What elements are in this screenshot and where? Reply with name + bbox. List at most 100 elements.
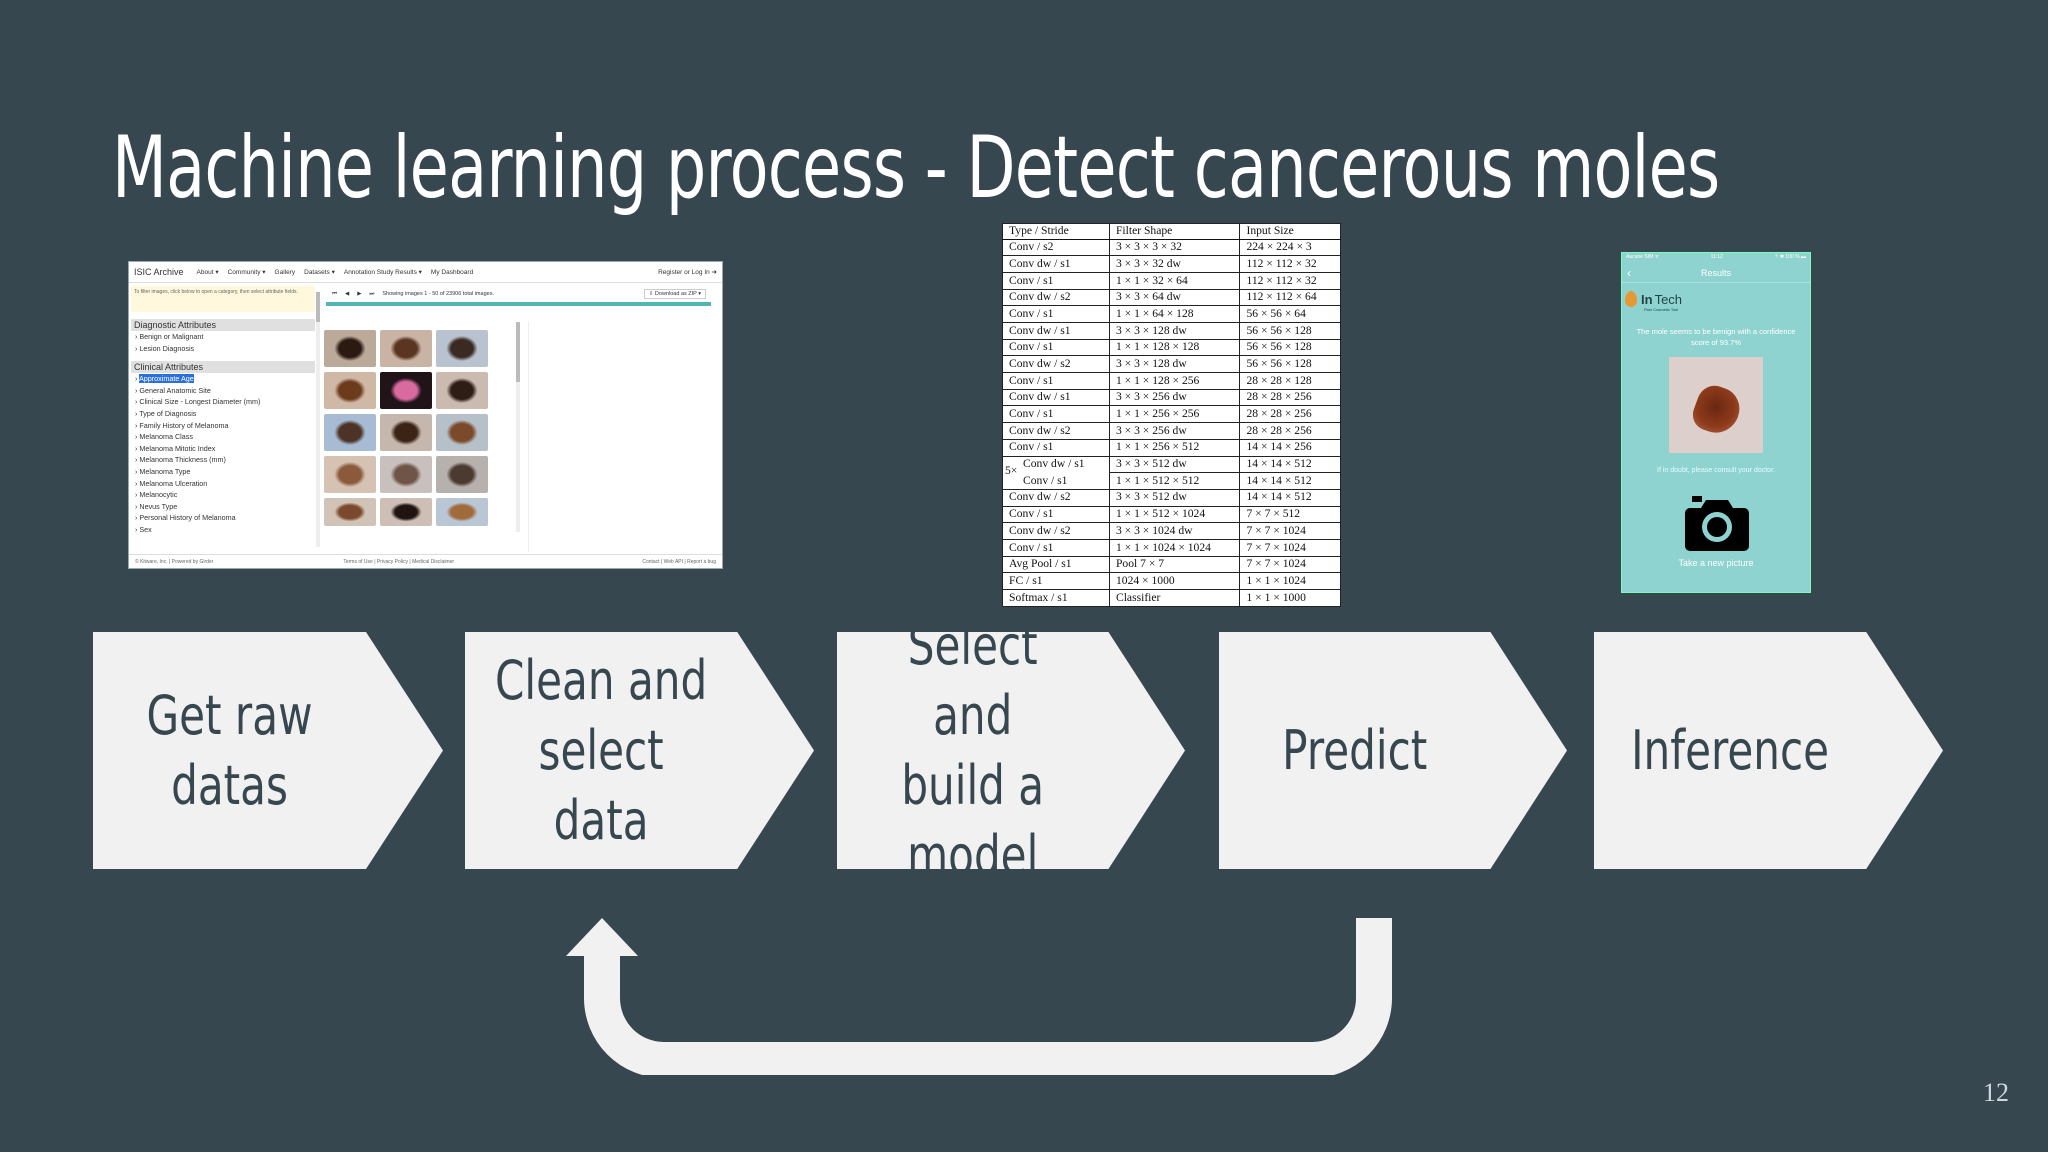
table-cell: 3 × 3 × 1024 dw <box>1108 522 1241 540</box>
camera-icon[interactable] <box>1684 496 1750 552</box>
table-cell: Conv dw / s1 <box>1002 255 1110 273</box>
table-cell: 7 × 7 × 512 <box>1239 505 1341 524</box>
lesion-thumbnail[interactable] <box>324 372 376 409</box>
attr-item[interactable]: › Benign or Malignant <box>135 332 204 341</box>
table-header-row: Type / Stride Filter Shape Input Size <box>1002 223 1341 240</box>
isic-nav-about[interactable]: About ▾ <box>196 269 219 276</box>
lesion-thumbnail[interactable] <box>436 330 488 367</box>
step-label: Get raw datas <box>146 683 313 817</box>
lesion-thumbnail[interactable] <box>436 498 488 526</box>
lesion-thumbnail[interactable] <box>436 414 488 451</box>
lesion-thumbnail[interactable] <box>380 498 432 526</box>
attr-item[interactable]: › Melanoma Ulceration <box>135 478 208 488</box>
lesion-thumbnail[interactable] <box>324 498 376 526</box>
table-cell: 112 × 112 × 32 <box>1239 255 1341 273</box>
pager-prev-icon[interactable]: ◀ <box>344 291 350 297</box>
table-cell: 1 × 1 × 1000 <box>1239 589 1341 607</box>
table-cell: FC / s1 <box>1002 572 1110 591</box>
header-filter: Filter Shape <box>1108 223 1241 240</box>
attr-item[interactable]: › Melanoma Class <box>135 432 193 442</box>
attr-item[interactable]: › Type of Diagnosis <box>135 408 197 418</box>
isic-navbar: ISIC Archive About ▾ Community ▾ Gallery… <box>129 262 722 283</box>
sidebar-scrollbar[interactable] <box>316 292 320 547</box>
back-chevron-icon[interactable]: ‹ <box>1627 266 1631 280</box>
table-cell: 1 × 1 × 512 × 1024 <box>1108 505 1241 524</box>
table-cell: 28 × 28 × 128 <box>1239 372 1341 390</box>
lesion-thumbnail[interactable] <box>436 456 488 493</box>
table-cell: 28 × 28 × 256 <box>1239 422 1341 440</box>
gallery-scrollbar[interactable] <box>516 322 520 532</box>
lesion-thumbnail[interactable] <box>324 456 376 493</box>
pager-next-icon[interactable]: ▶ <box>357 291 362 297</box>
loop-back-arrow-icon <box>566 918 1392 1075</box>
isic-nav-dashboard[interactable]: My Dashboard <box>430 268 474 276</box>
table-cell: 3 × 3 × 128 dw <box>1108 322 1241 340</box>
isic-nav-community[interactable]: Community ▾ <box>227 269 266 276</box>
attr-item[interactable]: › Clinical Size - Longest Diameter (mm) <box>135 397 261 407</box>
diagnostic-attributes-header[interactable]: Diagnostic Attributes <box>131 319 315 331</box>
phone-status-bar: Aucune SIM ᯤ 11:12 ⇡ ✱ 100 % ▬ <box>1622 253 1810 264</box>
attr-item[interactable]: › Nevus Type <box>135 501 178 511</box>
table-cell: 14 × 14 × 512 <box>1239 488 1341 507</box>
lesion-thumbnail[interactable] <box>380 372 432 409</box>
take-picture-button[interactable]: Take a new picture <box>1678 558 1754 568</box>
carrier: Aucune SIM ᯤ <box>1626 254 1660 260</box>
attr-item[interactable]: › Melanoma Mitotic Index <box>135 443 216 453</box>
table-cell: 14 × 14 × 512 <box>1239 455 1341 474</box>
pager-first-icon[interactable]: ⏮ <box>332 290 337 297</box>
attr-item[interactable]: › Personal History of Melanoma <box>135 513 236 523</box>
table-cell: Conv / s1 <box>1002 405 1110 424</box>
table-cell: 1 × 1 × 64 × 128 <box>1108 305 1241 324</box>
attr-item-selected[interactable]: › Approximate Age <box>135 374 194 384</box>
table-cell: 3 × 3 × 512 dw <box>1108 455 1241 474</box>
isic-nav-annotation[interactable]: Annotation Study Results ▾ <box>343 269 422 276</box>
table-cell: 56 × 56 × 128 <box>1239 355 1341 374</box>
attr-item[interactable]: › General Anatomic Site <box>135 385 211 395</box>
footer-links[interactable]: Terms of Use | Privacy Policy | Medical … <box>343 558 455 565</box>
attr-item[interactable]: › Melanoma Type <box>135 466 191 476</box>
isic-nav-gallery[interactable]: Gallery <box>274 268 296 276</box>
table-cell: Conv / s1 <box>1002 305 1110 324</box>
architecture-table-image: Type / Stride Filter Shape Input Size Co… <box>1002 223 1341 607</box>
attr-item[interactable]: › Lesion Diagnosis <box>135 343 195 353</box>
isic-login-link[interactable]: Register or Log In ➜ <box>658 269 717 276</box>
lesion-thumbnail[interactable] <box>380 330 432 367</box>
table-cell: Conv dw / s2 <box>1002 355 1110 374</box>
table-cell: Conv / s2 <box>1002 238 1110 257</box>
table-cell: 1 × 1 × 1024 × 1024 <box>1108 538 1241 557</box>
step-label: Predict <box>1282 718 1428 782</box>
step-label: Clean and select data <box>495 648 708 852</box>
lesion-thumbnail[interactable] <box>380 456 432 493</box>
lesion-thumbnail[interactable] <box>380 414 432 451</box>
logo-tech: Tech <box>1654 291 1683 307</box>
phone-app-screenshot: Aucune SIM ᯤ 11:12 ⇡ ✱ 100 % ▬ ‹ Results… <box>1621 252 1811 593</box>
attr-item[interactable]: › Melanoma Thickness (mm) <box>135 455 226 465</box>
clinical-attributes-header[interactable]: Clinical Attributes <box>131 361 315 374</box>
pager-last-icon[interactable]: ⏭ <box>369 290 375 297</box>
doubt-message: If in doubt, please consult your doctor. <box>1657 467 1775 474</box>
attr-item[interactable]: › Sex <box>135 524 152 534</box>
isic-filter-sidebar: To filter images, click below to open a … <box>131 286 315 551</box>
step-clean-and-select: Clean and select data <box>465 632 814 869</box>
step-label: Inference <box>1631 718 1830 782</box>
download-zip-button[interactable]: ⇩ Download as ZIP ▾ <box>643 289 706 299</box>
step-inference: Inference <box>1594 632 1943 869</box>
lesion-thumbnail[interactable] <box>436 372 488 409</box>
table-cell: 14 × 14 × 512 <box>1239 472 1341 490</box>
page-number: 12 <box>1983 1078 2009 1107</box>
isic-archive-screenshot: ISIC Archive About ▾ Community ▾ Gallery… <box>128 261 723 569</box>
lesion-thumbnail[interactable] <box>324 414 376 451</box>
footer-contact[interactable]: Contact | Web API | Report a bug <box>642 558 716 565</box>
lesion-thumbnail[interactable] <box>324 330 376 367</box>
attr-item[interactable]: › Family History of Melanoma <box>135 420 229 430</box>
attr-item[interactable]: › Melanocytic <box>135 490 178 500</box>
isic-nav-datasets[interactable]: Datasets ▾ <box>304 269 335 276</box>
